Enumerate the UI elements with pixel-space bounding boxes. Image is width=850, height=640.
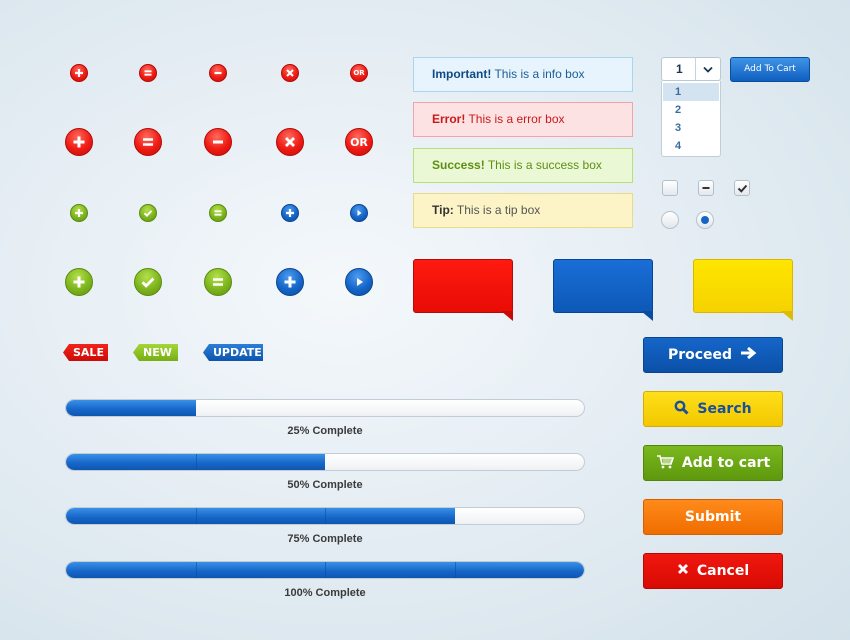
quantity-option[interactable]: 2 [675,104,682,116]
add-to-cart-button[interactable]: Add to cart [643,445,783,481]
close-icon[interactable] [281,64,299,82]
add-to-cart-label: Add to cart [681,455,771,471]
plus-icon[interactable] [70,204,88,222]
plus-icon[interactable] [276,268,304,296]
or-icon[interactable]: OR [345,128,373,156]
success-box-text: This is a success box [484,158,602,172]
quantity-option[interactable]: 4 [675,140,682,152]
speech-bubble-yellow [693,259,793,321]
search-button[interactable]: Search [643,391,783,427]
proceed-label: Proceed [667,347,733,363]
quantity-option[interactable]: 3 [675,122,682,134]
speech-bubble-red [413,259,513,321]
tip-box-label: Tip: [432,203,454,217]
success-box-label: Success! [432,158,485,172]
play-icon[interactable] [350,204,368,222]
checkbox-unchecked[interactable] [662,180,678,196]
checkbox-checked[interactable] [734,180,750,196]
quantity-option[interactable]: 1 [663,83,719,101]
equals-icon[interactable] [204,268,232,296]
progress-bar [65,399,585,417]
equals-icon[interactable] [139,64,157,82]
error-box-label: Error! [432,112,466,126]
checkbox-indeterminate[interactable] [698,180,714,196]
tip-box: Tip: This is a tip box [413,193,633,228]
cart-icon [656,454,674,473]
cancel-button[interactable]: Cancel [643,553,783,589]
quantity-select[interactable]: 1 [661,57,721,81]
sale-tag: SALE [63,344,108,361]
minus-icon[interactable] [209,64,227,82]
update-tag: UPDATE [203,344,263,361]
radio-selected[interactable] [696,211,714,229]
search-label: Search [697,401,752,417]
quantity-select-value: 1 [676,62,683,76]
progress-label: 25% Complete [287,425,363,437]
info-box-label: Important! [432,67,492,81]
plus-icon[interactable] [70,64,88,82]
progress-segment-divider [196,454,197,470]
progress-label: 75% Complete [287,533,363,545]
radio-dot [701,216,709,224]
progress-fill [66,454,325,470]
progress-bar [65,561,585,579]
play-icon[interactable] [345,268,373,296]
info-box: Important! This is a info box [413,57,633,92]
add-to-cart-small-button[interactable]: Add To Cart [730,57,810,82]
plus-icon[interactable] [281,204,299,222]
progress-bar [65,453,585,471]
close-icon[interactable] [276,128,304,156]
info-box-text: This is a info box [491,67,585,81]
radio-unselected[interactable] [661,211,679,229]
equals-icon[interactable] [209,204,227,222]
progress-segment-divider [325,508,326,524]
arrow-right-icon [740,346,758,364]
or-label: OR [350,135,368,149]
chevron-down-icon[interactable] [695,58,720,80]
equals-icon[interactable] [134,128,162,156]
cancel-label: Cancel [696,563,750,579]
progress-fill [66,400,196,416]
tip-box-text: This is a tip box [453,203,541,217]
check-icon[interactable] [139,204,157,222]
progress-segment-divider [196,508,197,524]
progress-segment-divider [325,562,326,578]
close-icon [677,563,689,579]
bubble-tail [501,311,513,321]
submit-label: Submit [684,509,742,525]
bubble-tail [781,311,793,321]
progress-segment-divider [455,562,456,578]
plus-icon[interactable] [65,268,93,296]
or-label: OR [353,68,365,77]
success-box: Success! This is a success box [413,148,633,183]
error-box: Error! This is a error box [413,102,633,137]
speech-bubble-blue [553,259,653,321]
quantity-options-list: 1 2 3 4 [661,81,721,157]
minus-icon[interactable] [204,128,232,156]
error-box-text: This is a error box [465,112,565,126]
proceed-button[interactable]: Proceed [643,337,783,373]
progress-bar [65,507,585,525]
check-icon[interactable] [134,268,162,296]
or-icon[interactable]: OR [350,64,368,82]
search-icon [674,400,689,419]
progress-label: 50% Complete [287,479,363,491]
progress-fill [66,508,455,524]
bubble-tail [641,311,653,321]
plus-icon[interactable] [65,128,93,156]
new-tag: NEW [133,344,178,361]
submit-button[interactable]: Submit [643,499,783,535]
progress-label: 100% Complete [284,587,366,599]
progress-segment-divider [196,562,197,578]
